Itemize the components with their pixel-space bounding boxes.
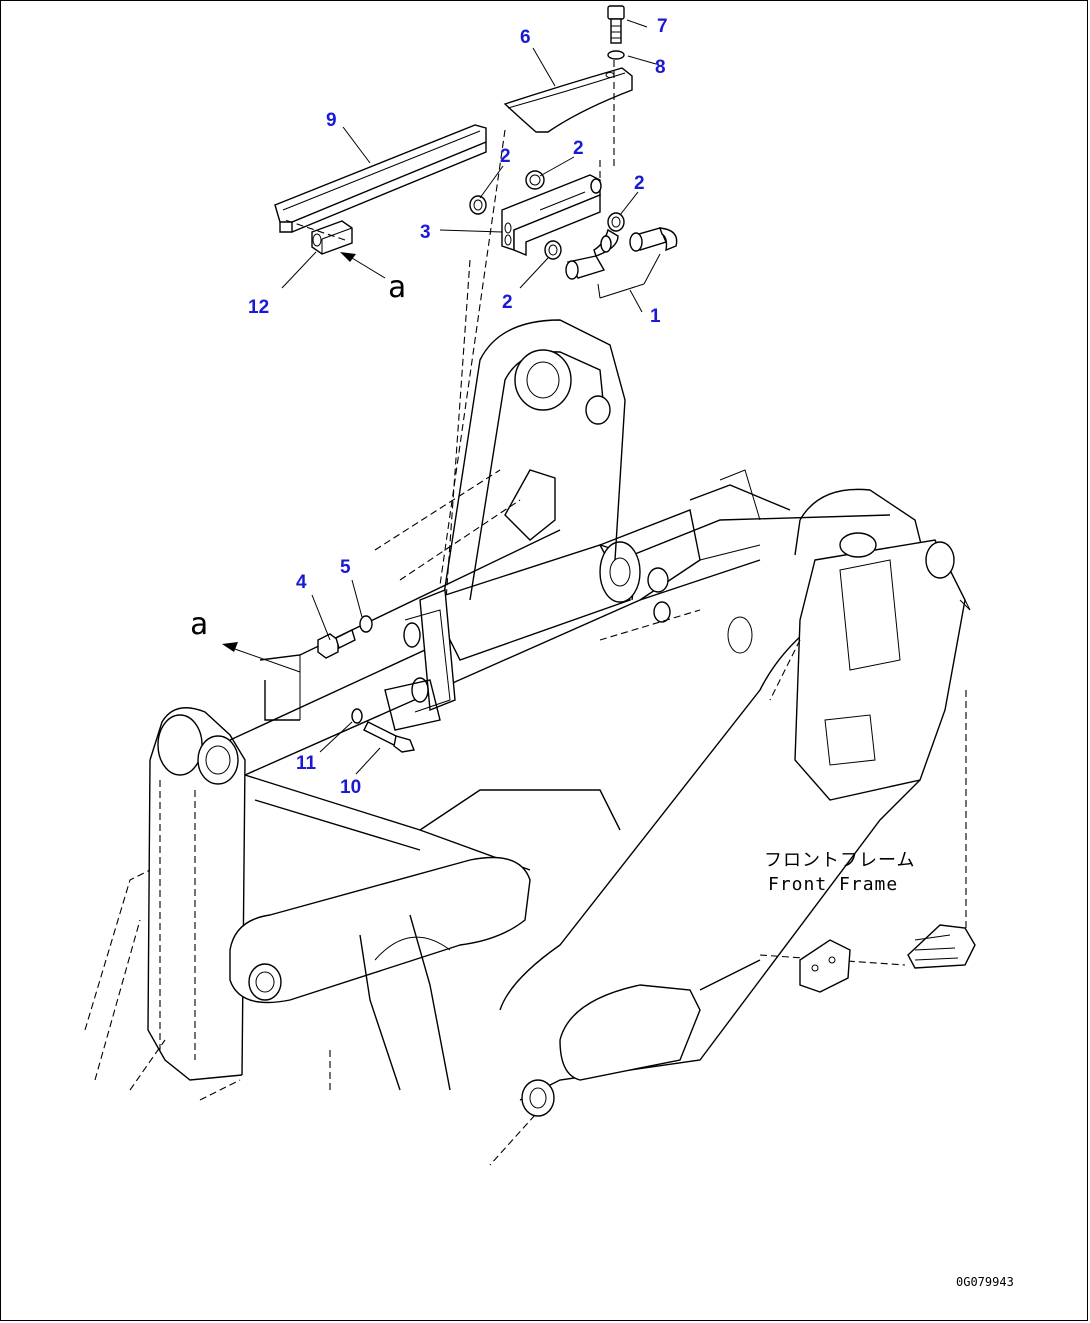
part-number-10: 10: [340, 777, 361, 798]
part-number-8: 8: [655, 57, 666, 78]
part-number-9: 9: [326, 110, 337, 131]
drawing-code: 0G079943: [956, 1275, 1014, 1289]
o-ring-part-2d: [544, 240, 562, 260]
bolt-part-4: [317, 629, 356, 659]
part-number-5: 5: [340, 557, 351, 578]
part-number-1: 1: [650, 306, 661, 327]
bracket-part-3: [501, 174, 602, 257]
spacer-block-part-12: [311, 220, 353, 255]
view-callout-a-top: a: [388, 270, 406, 305]
part-number-2c: 2: [634, 173, 645, 194]
o-ring-part-2b: [525, 170, 545, 190]
o-ring-part-2a: [469, 195, 487, 215]
part-number-2d: 2: [502, 292, 513, 313]
view-a-arrow-top: [340, 252, 386, 279]
part-number-6: 6: [520, 27, 531, 48]
washer-part-5: [359, 615, 373, 633]
part-number-2a: 2: [500, 146, 511, 167]
view-callout-a-left: a: [190, 607, 208, 642]
part-number-12: 12: [248, 297, 269, 318]
washer-part-11: [351, 708, 363, 724]
part-number-11: 11: [296, 753, 317, 774]
part-number-7: 7: [657, 16, 668, 37]
front-frame-assembly: [84, 319, 976, 1166]
cover-plate-part-6: [503, 67, 633, 133]
bolt-part-7: [607, 5, 625, 44]
frame-label-japanese: フロントフレーム: [764, 850, 915, 871]
part-number-3: 3: [420, 222, 431, 243]
view-a-arrow-left: [222, 642, 301, 673]
o-ring-part-2c: [607, 212, 625, 232]
washer-part-8: [607, 50, 625, 60]
elbow-fittings-part-1: [565, 227, 678, 299]
angle-bar-part-9: [274, 124, 487, 233]
leader-lines: [281, 19, 657, 775]
bolt-part-10: [363, 721, 415, 753]
part-number-4: 4: [296, 572, 307, 593]
frame-label-english: Front Frame: [768, 874, 898, 895]
part-number-2b: 2: [573, 138, 584, 159]
